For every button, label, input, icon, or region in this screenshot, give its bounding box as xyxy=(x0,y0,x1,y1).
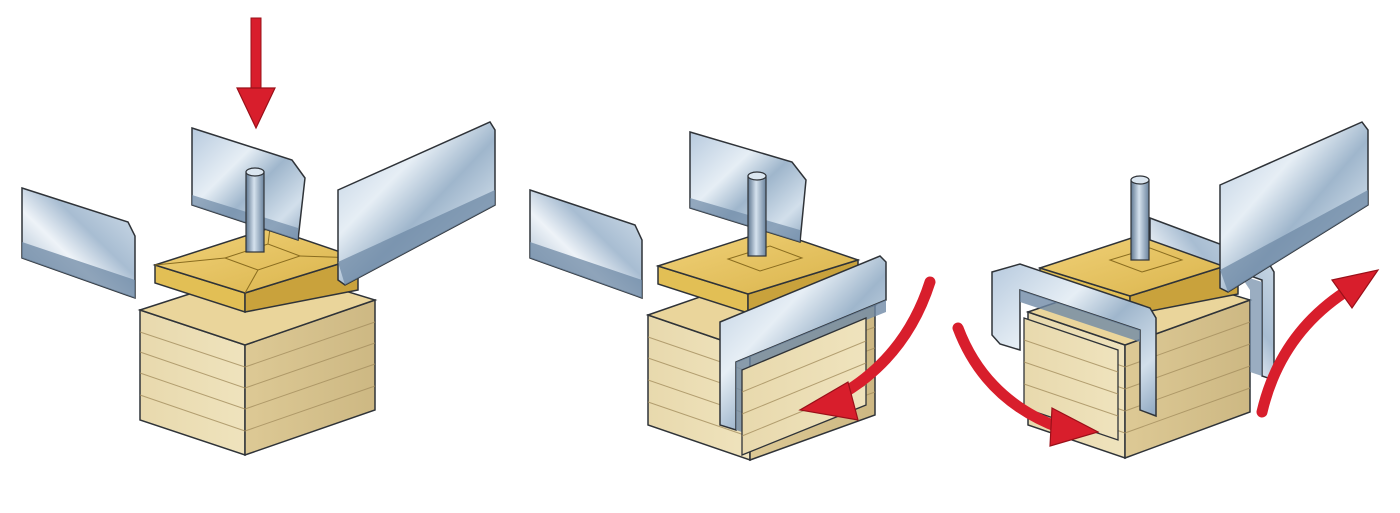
right-blade xyxy=(337,121,496,286)
curved-arrow-counterclockwise xyxy=(798,276,936,421)
front-bracket xyxy=(719,255,887,456)
center-rod xyxy=(1130,175,1150,261)
left-blade xyxy=(21,186,136,300)
curved-arrow-upward xyxy=(1256,269,1380,418)
left-blade xyxy=(529,188,643,300)
panel-1 xyxy=(21,17,496,457)
down-arrow xyxy=(236,17,276,130)
right-blade xyxy=(1219,121,1369,293)
cap-block xyxy=(152,227,361,314)
center-rod xyxy=(747,171,767,257)
front-bracket xyxy=(991,263,1157,441)
panel-3 xyxy=(952,121,1380,460)
center-rod xyxy=(245,167,265,253)
curved-arrow-clockwise xyxy=(952,322,1100,447)
panel-2 xyxy=(529,130,936,462)
